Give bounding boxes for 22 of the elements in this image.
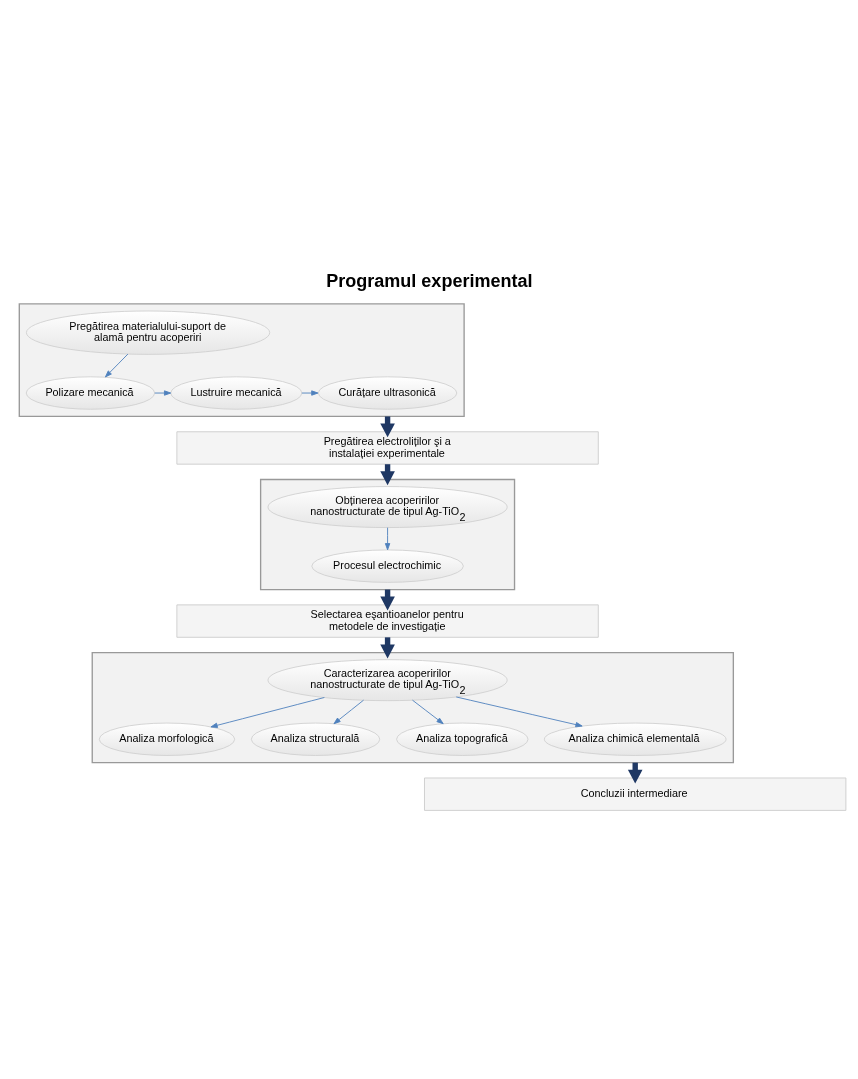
node-box: Selectarea eşantioanelor pentru metodele de investigație — [176, 603, 599, 638]
node-ellipse: Curățare ultrasonică — [317, 375, 458, 410]
arrow — [455, 696, 583, 727]
node-ellipse: Polizare mecanică — [25, 375, 156, 410]
cluster — [18, 302, 465, 417]
cluster — [259, 478, 516, 590]
node-ellipse: Procesul electrochimic — [311, 549, 464, 583]
node-ellipse: Pregătirea materialului-suport de alamă pentru acoperiri — [25, 310, 271, 355]
cluster — [91, 651, 735, 763]
arrow — [384, 526, 391, 550]
diagram-title: Programul experimental — [326, 270, 533, 291]
node-ellipse: Analiza structurală — [250, 722, 381, 756]
arrow — [333, 699, 365, 724]
arrow — [154, 389, 172, 396]
arrow — [301, 389, 319, 396]
arrow — [210, 696, 325, 728]
arrow — [412, 699, 444, 724]
node-ellipse: Lustruire mecanică — [170, 375, 303, 410]
arrow — [104, 353, 129, 377]
node-box: Concluzii intermediare — [424, 777, 847, 811]
node-ellipse: Analiza topografică — [396, 722, 529, 756]
node-box: Pregătirea electroliților şi a instalației experimentale — [176, 430, 599, 465]
